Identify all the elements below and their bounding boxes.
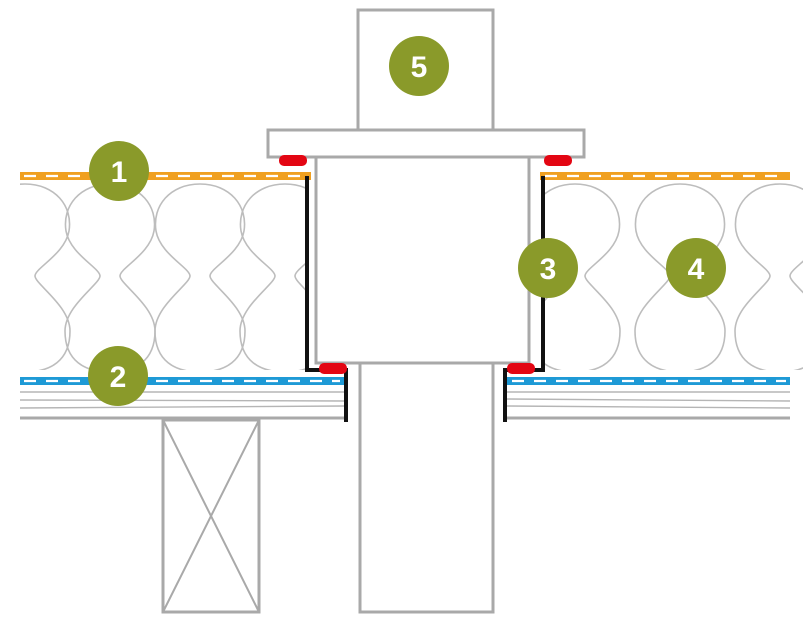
callout-1-label: 1 — [111, 156, 128, 189]
red-seals — [279, 155, 572, 374]
callout-4: 4 — [666, 238, 726, 298]
callout-2: 2 — [88, 346, 148, 406]
callout-5-label: 5 — [411, 51, 428, 84]
pipe-lower-shaft — [358, 360, 495, 614]
ceiling-board-left — [19, 391, 346, 420]
callout-5: 5 — [389, 36, 449, 96]
timber-joist — [161, 418, 261, 614]
callout-3-label: 3 — [540, 253, 557, 286]
ceiling-board-right — [506, 391, 791, 420]
callout-2-label: 2 — [110, 361, 127, 394]
penetration-sleeve — [314, 154, 531, 365]
callout-4-label: 4 — [688, 253, 705, 286]
insulation-left — [20, 183, 305, 370]
callout-3: 3 — [518, 238, 578, 298]
callout-1: 1 — [89, 141, 149, 201]
flange-plate — [266, 128, 586, 159]
